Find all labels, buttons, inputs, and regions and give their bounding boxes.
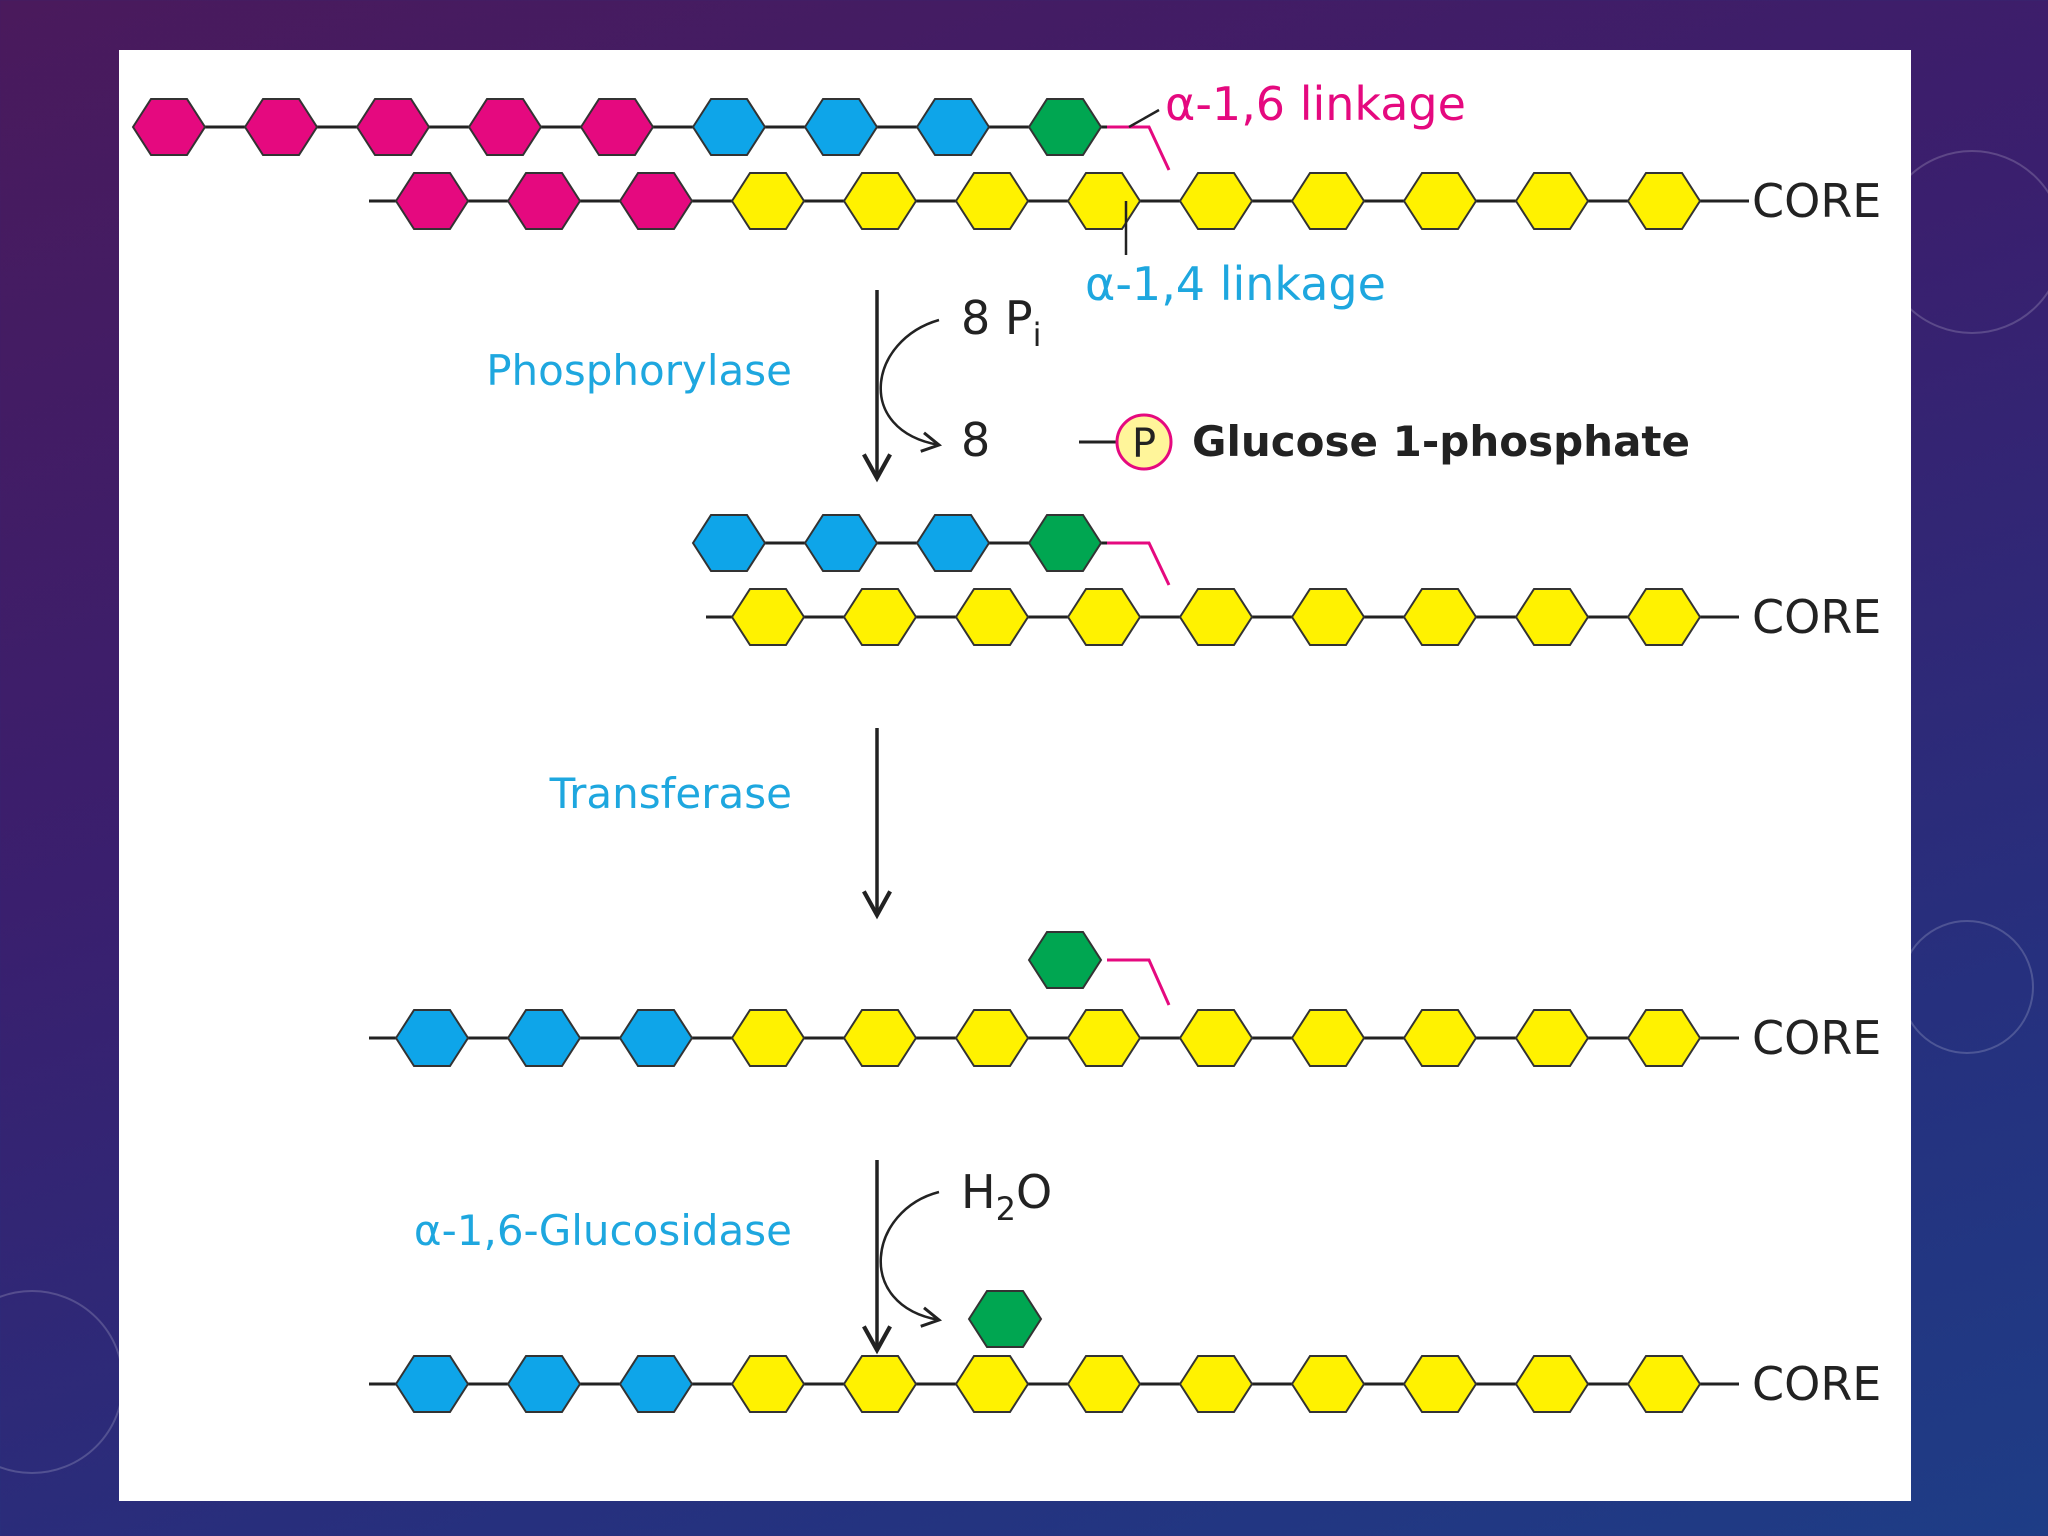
glucose-residue: [954, 172, 1030, 230]
chain-backbones: [144, 125, 1739, 1386]
glucose-1-phosphate-label: Glucose 1-phosphate: [1192, 417, 1690, 466]
decorative-ring: [1900, 920, 2034, 1054]
glucose-residues: [131, 98, 1702, 1413]
glucose-residue: [1626, 172, 1702, 230]
phosphorylase-step: Phosphorylase 8 Pi 8 P Glucose 1-phospha…: [486, 290, 1690, 483]
glucose-residue: [506, 1009, 582, 1067]
linkage-callouts: α-1,6 linkage α-1,4 linkage: [1085, 77, 1466, 311]
stage1-branch-link: [1107, 125, 1171, 171]
glucose-residue: [394, 1355, 470, 1413]
phosphate-count-label: 8 Pi: [961, 291, 1042, 354]
glucose-residue: [1514, 172, 1590, 230]
glucose-residue: [1027, 931, 1103, 989]
glucose-residue: [618, 1009, 694, 1067]
glucose-residue: [1626, 1355, 1702, 1413]
glucose-residue: [730, 1009, 806, 1067]
glucose-residue: [1402, 588, 1478, 646]
glucose-residue: [1402, 1009, 1478, 1067]
core-labels: CORE CORE CORE CORE: [1739, 174, 1881, 1411]
glucosidase-step: α-1,6-Glucosidase H2O: [414, 1160, 1052, 1355]
phosphate-symbol: P: [1132, 421, 1156, 467]
glucose-residue: [506, 1355, 582, 1413]
free-glucose: [967, 1290, 1043, 1348]
glucose-residue: [1027, 98, 1103, 156]
glycogen-degradation-figure: CORE CORE CORE CORE α-1,6 linkage α-1,4 …: [119, 50, 1911, 1501]
glucose-residue: [954, 588, 1030, 646]
glucose-residue: [579, 98, 655, 156]
glucose-residue: [1290, 1009, 1366, 1067]
glycogen-diagram: CORE CORE CORE CORE α-1,6 linkage α-1,4 …: [131, 77, 1881, 1413]
glucose-residue: [1514, 1009, 1590, 1067]
glucose-residue: [803, 514, 879, 572]
product-count-label: 8: [961, 413, 990, 467]
core-label: CORE: [1752, 590, 1881, 644]
water-label: H2O: [961, 1165, 1052, 1228]
glucose-residue: [1178, 588, 1254, 646]
core-label: CORE: [1752, 1357, 1881, 1411]
stage2-branch-link: [1107, 541, 1171, 586]
stage3-branch-link: [1107, 958, 1171, 1006]
glucose-residue: [691, 98, 767, 156]
glucose-residue: [954, 1355, 1030, 1413]
alpha16-linkage-label: α-1,6 linkage: [1165, 77, 1466, 131]
glucose-residue: [1402, 1355, 1478, 1413]
glucose-residue: [355, 98, 431, 156]
decorative-ring: [0, 1290, 124, 1474]
core-label: CORE: [1752, 1011, 1881, 1065]
phosphate-group-icon: [1115, 413, 1173, 471]
glucose-residue: [1514, 588, 1590, 646]
glucose-residue: [1066, 588, 1142, 646]
glucose-residue: [1402, 172, 1478, 230]
glucose-residue: [394, 1009, 470, 1067]
phosphorylase-label: Phosphorylase: [486, 346, 792, 395]
glucose-residue: [394, 172, 470, 230]
glucose-residue: [1178, 1355, 1254, 1413]
glucose-residue: [1066, 1355, 1142, 1413]
glucose-residue: [842, 588, 918, 646]
glucose-residue: [1290, 588, 1366, 646]
glucose-residue: [618, 172, 694, 230]
transferase-step: Transferase: [549, 728, 892, 920]
glucose-residue: [915, 98, 991, 156]
glucose-residue: [730, 1355, 806, 1413]
transferase-label: Transferase: [549, 769, 792, 818]
glucose-residue: [467, 98, 543, 156]
glucose-residue: [1290, 1355, 1366, 1413]
glucose-residue: [1178, 1009, 1254, 1067]
glucose-residue: [842, 1355, 918, 1413]
glucose-residue: [1066, 1009, 1142, 1067]
glucose-residue: [842, 172, 918, 230]
glucose-residue: [1066, 172, 1142, 230]
glucose-residue: [803, 98, 879, 156]
alpha14-linkage-label: α-1,4 linkage: [1085, 257, 1386, 311]
alpha16-branch-links: [1107, 125, 1171, 1006]
glucose-residue: [243, 98, 319, 156]
glucose-residue: [131, 98, 207, 156]
glucose-residue: [618, 1355, 694, 1413]
glucose-residue: [1514, 1355, 1590, 1413]
glucose-residue: [1290, 172, 1366, 230]
glucose-residue: [954, 1009, 1030, 1067]
glucose-residue: [1178, 172, 1254, 230]
glucose-residue: [1027, 514, 1103, 572]
glucose-residue: [730, 588, 806, 646]
glucose-residue: [1626, 1009, 1702, 1067]
core-label: CORE: [1752, 174, 1881, 228]
glucose-residue: [506, 172, 582, 230]
glucose-residue: [1626, 588, 1702, 646]
glucosidase-label: α-1,6-Glucosidase: [414, 1206, 792, 1255]
glucose-residue: [730, 172, 806, 230]
glucose-residue: [691, 514, 767, 572]
glucose-residue: [842, 1009, 918, 1067]
glucose-residue: [915, 514, 991, 572]
